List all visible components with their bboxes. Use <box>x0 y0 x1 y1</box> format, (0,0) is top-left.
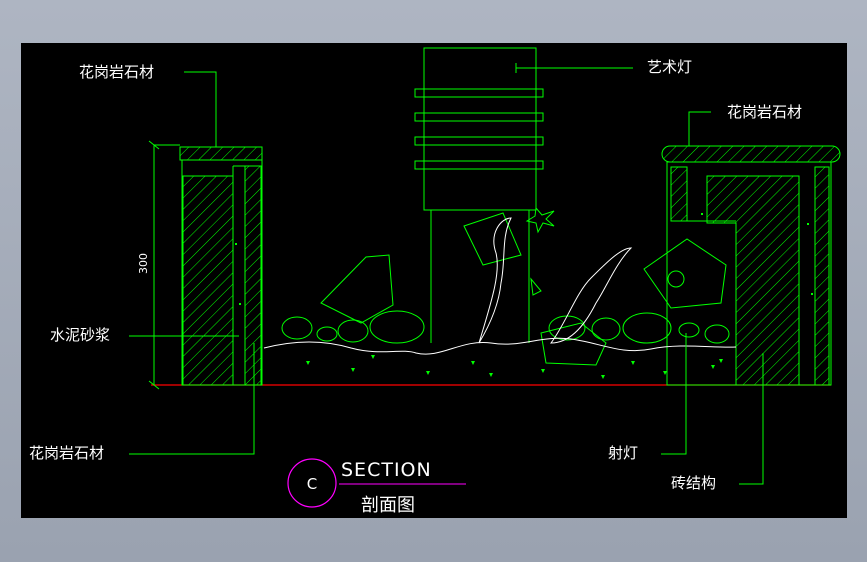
cad-drawing-canvas[interactable]: 花岗岩石材 艺术灯 花岗岩石材 水泥砂浆 花岗岩石材 射灯 砖结构 300 C … <box>21 43 847 518</box>
section-drawing <box>129 47 841 508</box>
brick-structure-label: 砖结构 <box>671 474 717 492</box>
section-title: SECTION <box>341 459 432 481</box>
height-dimension <box>148 140 180 390</box>
right-pillar-brick-block <box>706 175 800 386</box>
left-pillar-cap <box>179 146 263 161</box>
section-subtitle: 剖面图 <box>361 495 415 516</box>
granite-top-right-label: 花岗岩石材 <box>727 103 803 121</box>
height-dimension-label: 300 <box>137 253 150 274</box>
left-pillar-inner-block <box>182 175 234 386</box>
section-marker <box>287 458 466 508</box>
left-pillar <box>179 146 263 386</box>
granite-top-left-label: 花岗岩石材 <box>79 63 155 81</box>
right-pillar-right-skin <box>814 166 830 386</box>
art-lamp-label: 艺术灯 <box>647 58 693 76</box>
granite-bottom-left-label: 花岗岩石材 <box>29 444 105 462</box>
section-letter: C <box>306 475 318 493</box>
cement-mortar-label: 水泥砂浆 <box>50 326 111 344</box>
landscape-outlines-white <box>263 217 737 355</box>
landscape-rocks <box>281 206 730 366</box>
gravel <box>235 213 813 379</box>
art-lamp <box>414 47 544 343</box>
leader-lines <box>129 63 764 485</box>
right-pillar-left-skin <box>670 166 688 222</box>
left-pillar-outer-skin <box>244 165 262 386</box>
spotlight-label: 射灯 <box>608 444 639 462</box>
right-pillar <box>661 145 841 386</box>
right-pillar-cap <box>661 145 841 163</box>
